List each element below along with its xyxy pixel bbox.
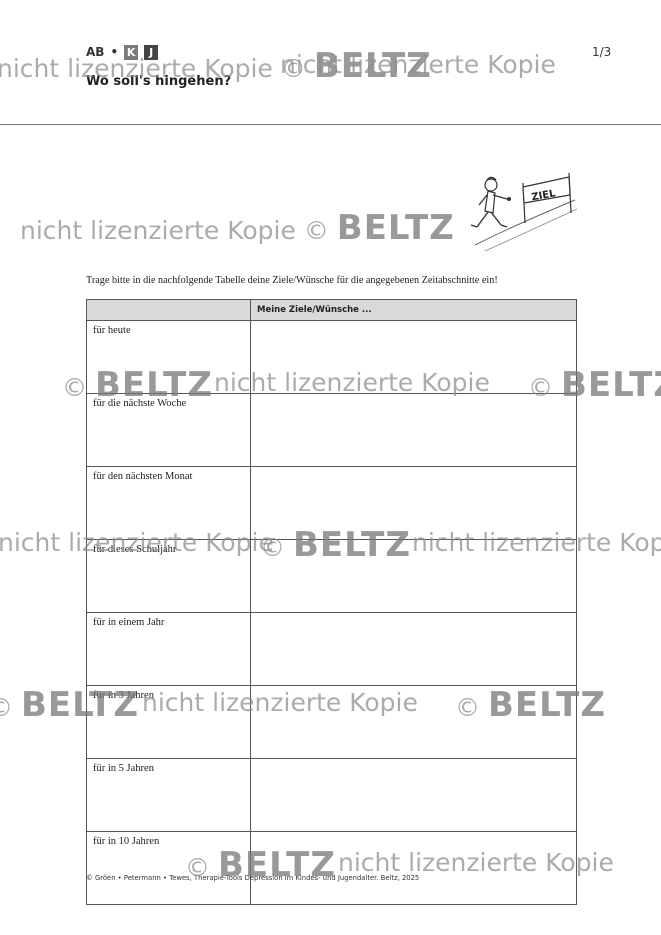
table-row: für den nächsten Monat (86, 466, 577, 540)
finish-sign-text: ZIEL (531, 188, 557, 203)
watermark-copyright: © (303, 216, 329, 245)
period-label: für dieses Schuljahr (86, 539, 251, 613)
period-label: für den nächsten Monat (86, 466, 251, 540)
page-title: Wo soll's hingehen? (86, 74, 232, 89)
table-row: für in 3 Jahren (86, 685, 577, 759)
goal-entry-cell[interactable] (250, 685, 577, 759)
period-label: für heute (86, 320, 251, 394)
watermark-text: nicht lizenzierte Kopie (280, 50, 556, 79)
series-label: AB (86, 45, 105, 59)
watermark: nicht lizenzierte Kopie (280, 50, 556, 79)
table-header-row: Meine Ziele/Wünsche ... (86, 299, 577, 321)
runner-at-finish-line-icon: ZIEL (470, 172, 578, 252)
period-label: für in einem Jahr (86, 612, 251, 686)
watermark-text: nicht lizenzierte Kopie (20, 216, 296, 245)
page-number: 1/3 (592, 45, 612, 59)
table-row: für heute (86, 320, 577, 394)
watermark-copyright: © (62, 373, 87, 402)
table-row: für in einem Jahr (86, 612, 577, 686)
goal-entry-cell[interactable] (250, 612, 577, 686)
header-cell-goals: Meine Ziele/Wünsche ... (250, 299, 577, 321)
goal-entry-cell[interactable] (250, 393, 577, 467)
goal-entry-cell[interactable] (250, 320, 577, 394)
table-row: für in 5 Jahren (86, 758, 577, 832)
watermark: nicht lizenzierte Kopie © BELTZ (20, 208, 455, 248)
period-label: für in 5 Jahren (86, 758, 251, 832)
period-label: für in 3 Jahren (86, 685, 251, 759)
goal-entry-cell[interactable] (250, 831, 577, 905)
watermark-brand: BELTZ (336, 208, 455, 248)
watermark-copyright: © (280, 54, 306, 83)
period-label: für in 10 Jahren (86, 831, 251, 905)
goal-entry-cell[interactable] (250, 758, 577, 832)
instruction-text: Trage bitte in die nachfolgende Tabelle … (86, 275, 498, 286)
footer-copyright: © Gröen • Petermann • Tewes, Therapie-To… (86, 874, 420, 882)
period-label: für die nächste Woche (86, 393, 251, 467)
badge-j: J (144, 44, 159, 60)
goals-table: Meine Ziele/Wünsche ... für heute für di… (86, 299, 577, 905)
header-meta: AB • K J (86, 44, 159, 60)
watermark-copyright: © (0, 693, 13, 722)
goal-entry-cell[interactable] (250, 539, 577, 613)
header-rule (0, 124, 661, 125)
table-row: für in 10 Jahren (86, 831, 577, 905)
header-cell-period (86, 299, 251, 321)
watermark-brand: BELTZ (313, 46, 432, 86)
separator-dot: • (110, 45, 119, 59)
table-row: für dieses Schuljahr (86, 539, 577, 613)
table-row: für die nächste Woche (86, 393, 577, 467)
badge-k: K (124, 44, 139, 60)
goal-entry-cell[interactable] (250, 466, 577, 540)
